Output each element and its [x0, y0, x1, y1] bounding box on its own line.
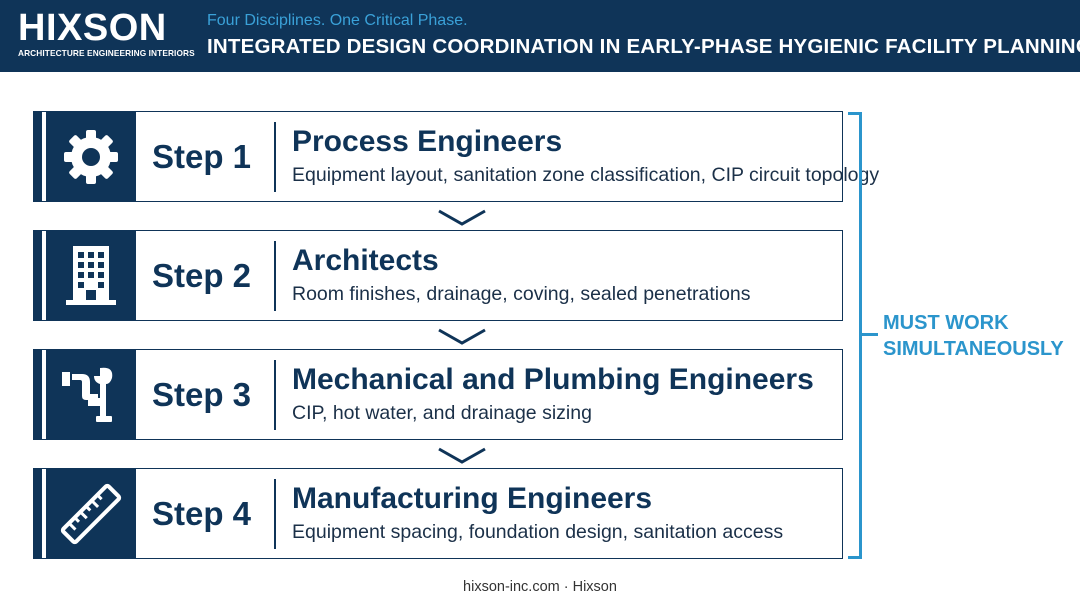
step-card-1: Step 1 Process Engineers Equipment layou…	[33, 111, 879, 202]
step-accent-bar	[34, 231, 42, 320]
hixson-logo: HIXSON ARCHITECTURE ENGINEERING INTERIOR…	[18, 7, 195, 58]
step-description: Room finishes, drainage, coving, sealed …	[292, 283, 751, 305]
step-number: Step 3	[152, 375, 252, 413]
step-title: Architects	[292, 244, 439, 277]
simultaneous-bracket	[848, 112, 862, 559]
step-card-2: Step 2 Architects Room finishes, drainag…	[33, 230, 843, 321]
chevron-down-icon	[438, 209, 486, 226]
header-banner: HIXSON ARCHITECTURE ENGINEERING INTERIOR…	[0, 0, 1080, 72]
ruler-icon	[60, 483, 122, 544]
step-description: CIP, hot water, and drainage sizing	[292, 402, 592, 424]
tagline: Four Disciplines. One Critical Phase.	[207, 12, 468, 29]
step-icon-box	[46, 469, 136, 558]
step-title: Process Engineers	[292, 125, 563, 158]
step-accent-bar	[34, 112, 42, 201]
step-divider	[274, 241, 276, 311]
simultaneous-label-line2: SIMULTANEOUSLY	[883, 338, 1064, 360]
bracket-tick	[862, 333, 878, 336]
step-card-4: Step 4 Manufacturing Engineers Equipment…	[33, 468, 843, 559]
step-icon-box	[46, 231, 136, 320]
step-icon-box	[46, 350, 136, 439]
chevron-down-icon	[438, 328, 486, 345]
step-divider	[274, 122, 276, 192]
step-number: Step 1	[152, 137, 252, 175]
step-title: Mechanical and Plumbing Engineers	[292, 363, 814, 396]
step-accent-bar	[34, 469, 42, 558]
logo-wordmark: HIXSON	[18, 7, 167, 49]
step-card-3: Step 3 Mechanical and Plumbing Engineers…	[33, 349, 843, 440]
step-accent-bar	[34, 350, 42, 439]
simultaneous-label: MUST WORK SIMULTANEOUSLY	[883, 310, 1064, 362]
simultaneous-label-line1: MUST WORK	[883, 312, 1009, 334]
building-icon	[66, 245, 116, 305]
step-divider	[274, 360, 276, 430]
step-icon-box	[46, 112, 136, 201]
step-divider	[274, 479, 276, 549]
pipe-wrench-icon	[62, 367, 113, 422]
step-description: Equipment layout, sanitation zone classi…	[292, 164, 880, 186]
step-description: Equipment spacing, foundation design, sa…	[292, 521, 784, 543]
footer-credit: hixson-inc.com · Hixson	[463, 579, 617, 595]
logo-subtitle: ARCHITECTURE ENGINEERING INTERIORS	[18, 48, 195, 58]
gear-icon	[64, 129, 118, 184]
chevron-down-icon	[438, 447, 486, 464]
step-title: Manufacturing Engineers	[292, 482, 653, 515]
step-number: Step 2	[152, 256, 252, 294]
page-title: INTEGRATED DESIGN COORDINATION IN EARLY-…	[207, 35, 1080, 58]
step-number: Step 4	[152, 494, 252, 532]
